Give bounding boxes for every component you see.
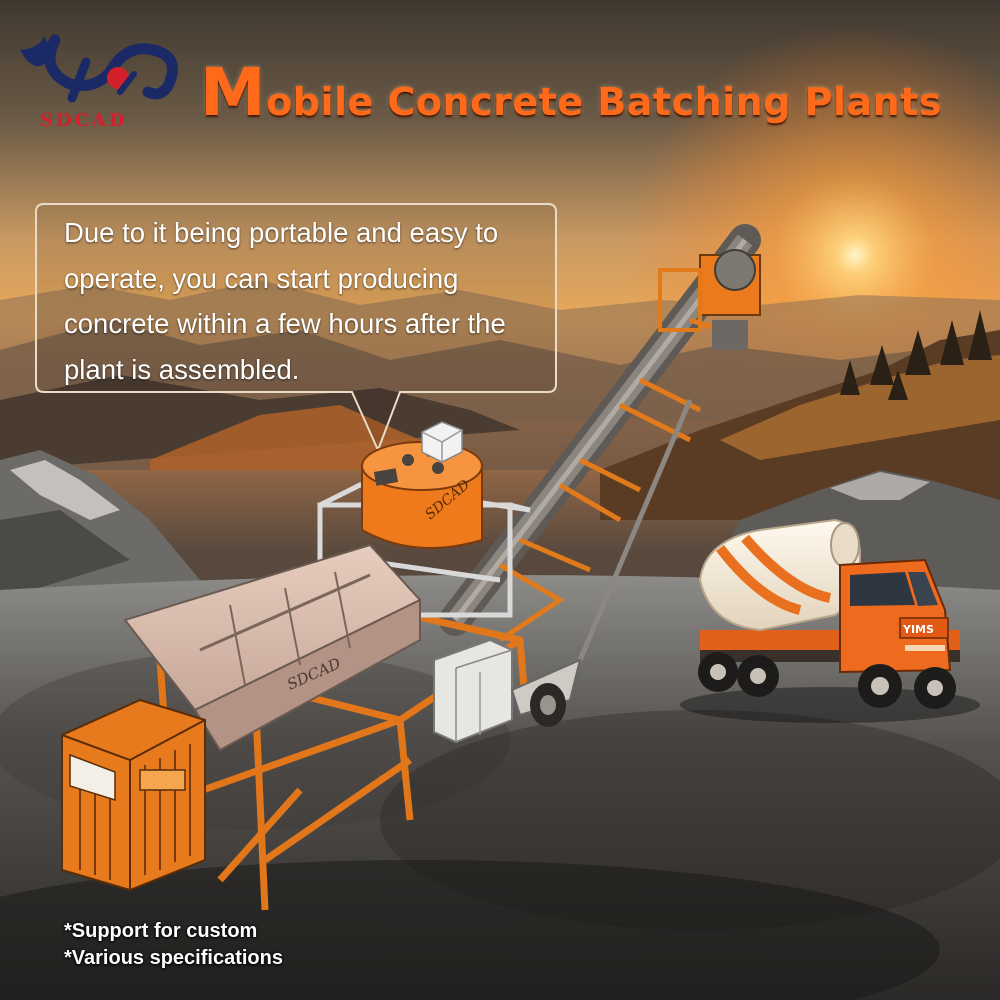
page-title: Mobile Concrete Batching Plants	[200, 60, 980, 126]
speech-bubble	[35, 203, 557, 453]
sdcad-logo: SDCAD	[20, 34, 178, 131]
feature-notes: *Support for custom *Various specificati…	[64, 918, 283, 972]
title-initial: M	[200, 54, 267, 131]
batching-plant-illustration: SDCAD SDCAD	[61, 224, 761, 911]
mixer-truck-illustration: YIMS	[680, 518, 980, 723]
note-specifications: *Various specifications	[64, 947, 283, 969]
title-rest: obile Concrete Batching Plants	[266, 80, 943, 124]
description-text: Due to it being portable and easy to ope…	[64, 217, 506, 385]
svg-text:YIMS: YIMS	[902, 623, 934, 636]
note-custom: *Support for custom	[64, 920, 258, 942]
svg-text:SDCAD: SDCAD	[40, 110, 128, 131]
